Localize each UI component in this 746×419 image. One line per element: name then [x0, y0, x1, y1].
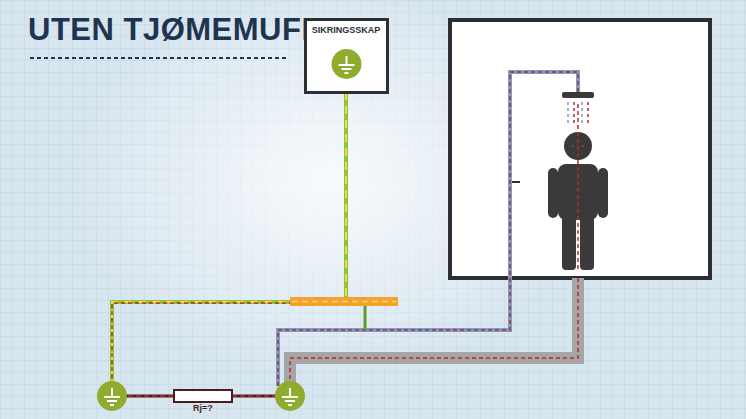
earth-wire [345, 92, 347, 300]
ground-symbol [275, 381, 305, 411]
current-path [278, 72, 578, 386]
ground-symbol [331, 49, 361, 79]
bathroom-box [450, 20, 710, 278]
bonding-wire [364, 305, 367, 330]
earth-wire [344, 92, 348, 300]
node-label: SIKRINGSSKAP [307, 21, 386, 35]
ground-symbol [97, 381, 127, 411]
bus-bar [290, 297, 398, 306]
water-pipe [278, 72, 578, 386]
shower-head [562, 92, 594, 98]
resistor-symbol [174, 390, 232, 402]
earth-wire [112, 302, 300, 384]
current-path [577, 104, 579, 270]
resistance-label: Rj=? [193, 403, 213, 413]
fuse-cabinet: SIKRINGSSKAP [304, 18, 389, 94]
ground-sign [338, 56, 354, 73]
bus-bar-mark [292, 301, 396, 303]
title-underline [30, 57, 288, 59]
title: UTEN TJØMEMUFFE [28, 12, 342, 48]
current-path [112, 303, 300, 385]
earth-wire [112, 302, 300, 384]
door-handle [512, 181, 520, 183]
person [548, 132, 608, 270]
